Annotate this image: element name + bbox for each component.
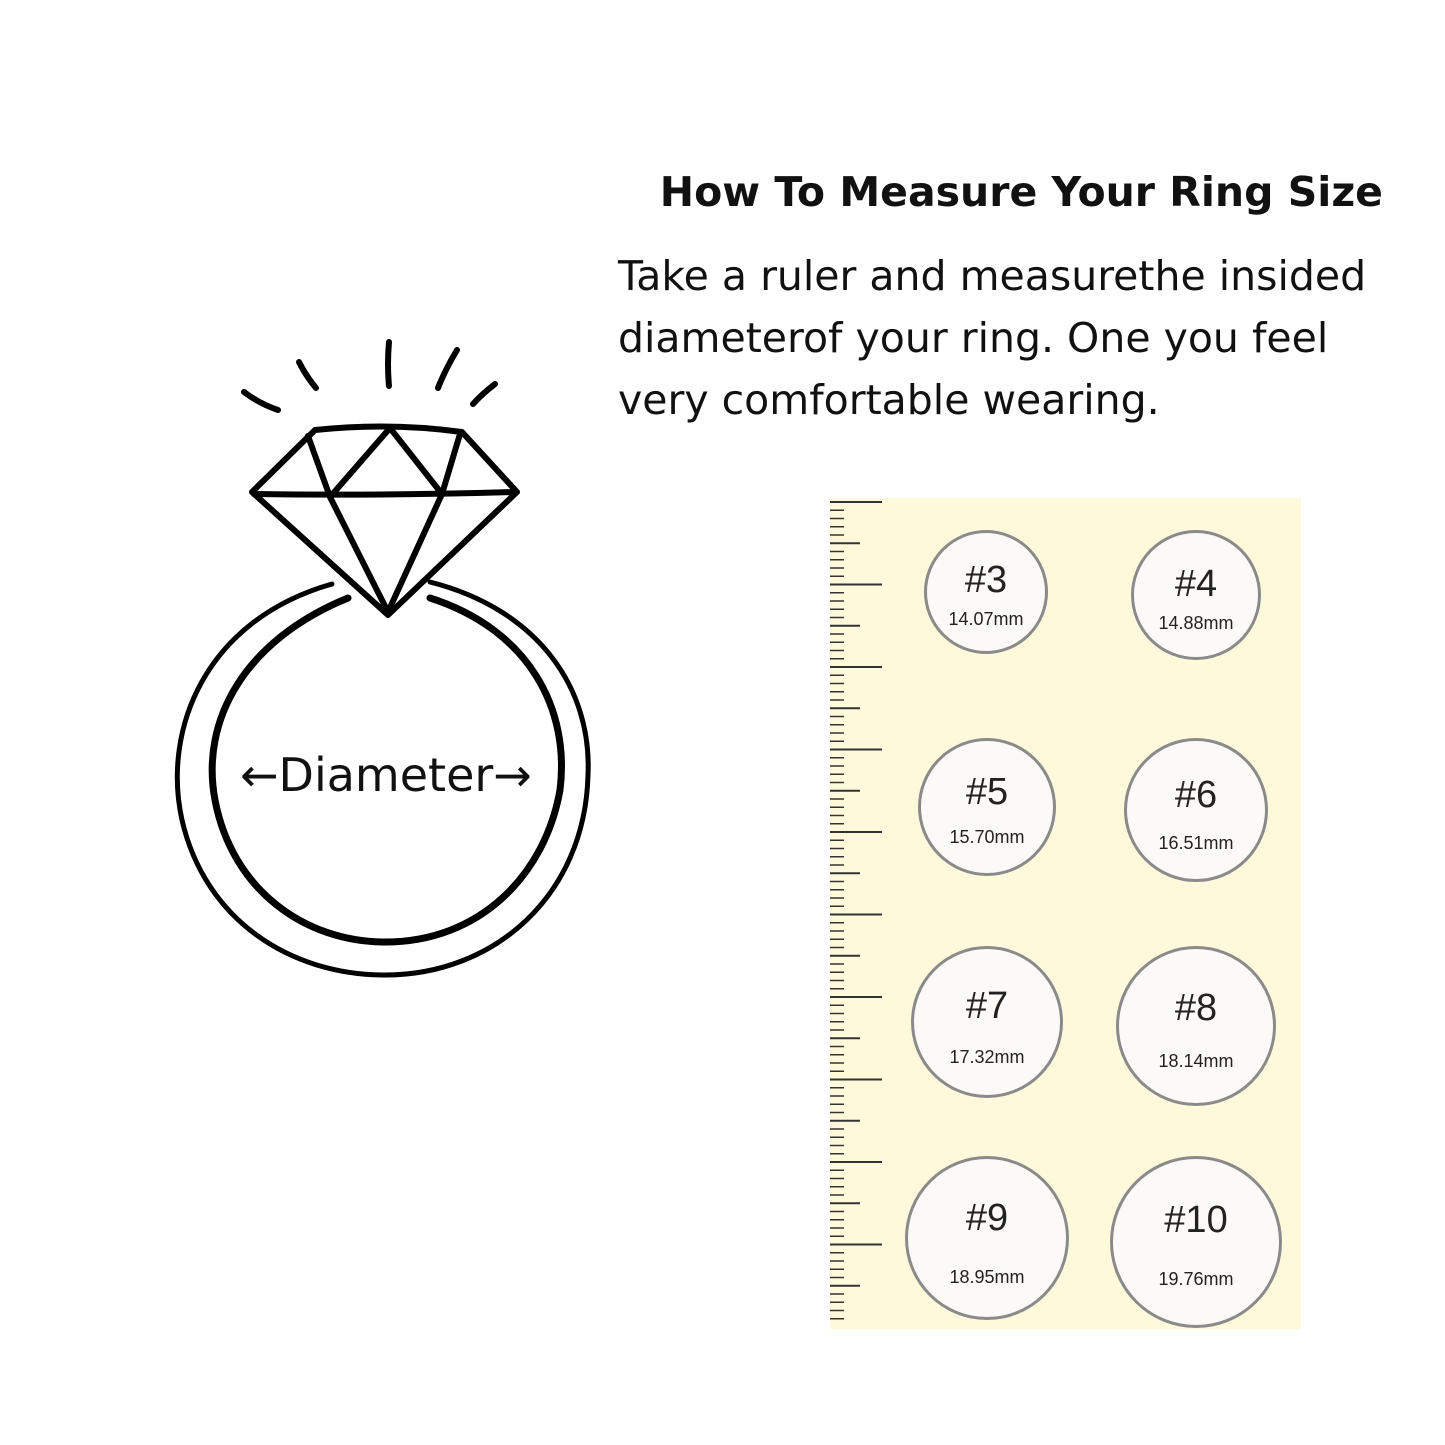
size-label: #5: [965, 771, 1009, 813]
right-arrow-icon: →: [493, 748, 532, 802]
size-label: #8: [1174, 987, 1218, 1029]
size-circle-9: #9 18.95mm: [905, 1156, 1069, 1320]
size-circle-8: #8 18.14mm: [1116, 946, 1276, 1106]
size-label: #6: [1174, 774, 1218, 816]
size-label: #3: [964, 559, 1008, 601]
size-label: #4: [1174, 563, 1218, 605]
left-arrow-icon: ←: [240, 748, 279, 802]
size-circle-6: #6 16.51mm: [1124, 738, 1268, 882]
ring-size-chart: #3 14.07mm #4 14.88mm #5 15.70mm #6 16.5…: [830, 498, 1301, 1329]
diameter-label: ←Diameter→: [240, 748, 532, 802]
size-diameter: 16.51mm: [1158, 833, 1234, 853]
size-diameter: 18.95mm: [949, 1267, 1025, 1287]
page-title: How To Measure Your Ring Size: [659, 168, 1383, 216]
size-diameter: 15.70mm: [949, 827, 1025, 847]
size-diameter: 14.07mm: [948, 609, 1024, 629]
size-diameter: 14.88mm: [1158, 613, 1234, 633]
sparkle-icon: [241, 339, 498, 413]
size-circle-3: #3 14.07mm: [924, 530, 1048, 654]
size-diameter: 18.14mm: [1158, 1051, 1234, 1071]
size-circle-10: #10 19.76mm: [1110, 1156, 1282, 1328]
diamond-icon: [249, 423, 520, 618]
size-label: #7: [965, 985, 1009, 1027]
size-circle-4: #4 14.88mm: [1131, 530, 1261, 660]
size-diameter: 19.76mm: [1158, 1269, 1234, 1289]
size-label: #9: [965, 1197, 1009, 1239]
diameter-text: Diameter: [278, 748, 494, 802]
size-circle-5: #5 15.70mm: [918, 738, 1056, 876]
ruler-scale: [830, 501, 882, 1320]
instructions-text: Take a ruler and measurethe insided diam…: [618, 252, 1367, 424]
size-diameter: 17.32mm: [949, 1047, 1025, 1067]
size-label: #10: [1164, 1199, 1228, 1241]
ring-icon: [174, 339, 591, 978]
size-circle-7: #7 17.32mm: [911, 946, 1063, 1098]
